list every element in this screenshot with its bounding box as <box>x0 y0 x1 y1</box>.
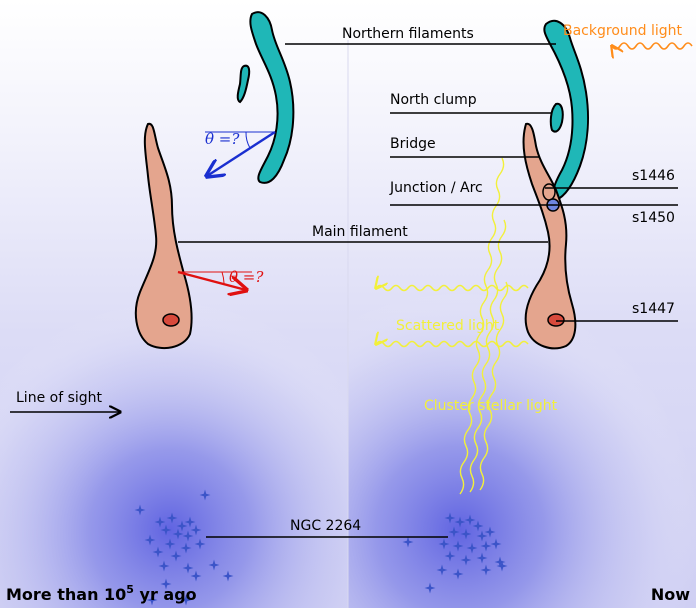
left-red-theta-label: θ =? <box>229 268 264 286</box>
left-panel-caption: More than 105 yr ago <box>6 583 197 604</box>
left-core-s1447 <box>163 314 179 326</box>
bridge-label: Bridge <box>390 136 436 152</box>
northern-filaments-label: Northern filaments <box>342 26 474 42</box>
right-north-clump <box>551 104 563 132</box>
right-panel-caption: Now <box>651 585 690 604</box>
s1447-label: s1447 <box>632 301 675 317</box>
line-of-sight-label: Line of sight <box>16 390 103 406</box>
ngc-2264-label: NGC 2264 <box>290 518 361 534</box>
left-blue-theta-label: θ =? <box>205 130 240 148</box>
s1446-label: s1446 <box>632 168 675 184</box>
north-clump-label: North clump <box>390 92 477 108</box>
s1450-label: s1450 <box>632 210 675 226</box>
background-light-label: Background light <box>563 23 683 39</box>
cluster-stellar-light-label: Cluster stellar light <box>424 398 558 414</box>
right-junction-arc <box>543 184 555 200</box>
junction-arc-label: Junction / Arc <box>389 180 483 196</box>
right-core-s1447 <box>548 314 564 326</box>
main-filament-label: Main filament <box>312 224 408 240</box>
